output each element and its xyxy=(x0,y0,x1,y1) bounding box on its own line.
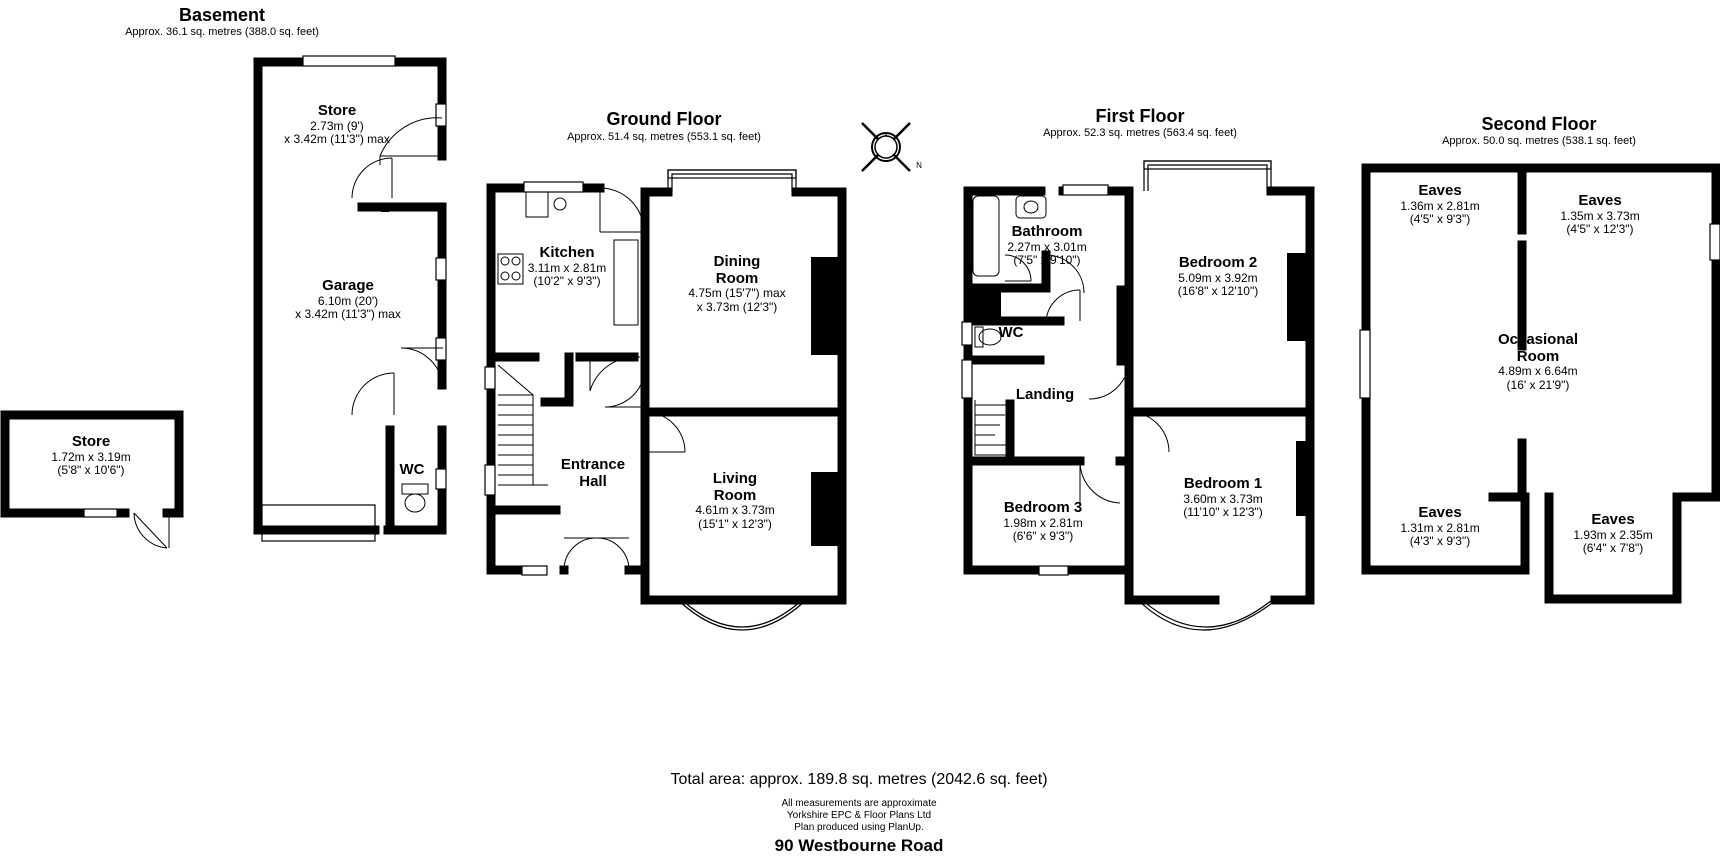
room-name: Eaves xyxy=(1418,504,1462,521)
room-dim: 4.61m x 3.73m xyxy=(695,503,775,517)
room-name: Eaves xyxy=(1591,511,1635,528)
second-floor-walls xyxy=(1361,163,1720,355)
room-name: Room xyxy=(715,269,759,287)
room-eaves-top-left: Eaves 1.36m x 2.81m (4'5" x 9'3") xyxy=(1400,182,1480,227)
room-dim: 1.31m x 2.81m xyxy=(1400,520,1480,535)
room-name: Bathroom xyxy=(1011,223,1083,240)
room-name: Occasional xyxy=(1497,331,1579,348)
room-occasional: Occasional Room 4.89m x 6.64m (16' x 21'… xyxy=(1497,331,1579,393)
room-dim: x 3.42m (11'3") max xyxy=(295,307,401,322)
room-dim: 3.60m x 3.73m xyxy=(1183,491,1263,506)
room-eaves-bottom-right: Eaves 1.93m x 2.35m (6'4" x 7'8") xyxy=(1573,511,1653,556)
basement-title: Basement xyxy=(178,5,266,25)
room-basement-store: Store 2.73m (9') x 3.42m (11'3") max xyxy=(284,102,390,147)
room-name: Garage xyxy=(322,277,374,294)
room-name: Kitchen xyxy=(539,244,595,261)
room-basement-wc: WC xyxy=(399,461,425,478)
room-dim: 1.93m x 2.35m xyxy=(1573,527,1653,542)
room-dim: (6'4" x 7'8") xyxy=(1582,541,1644,556)
room-dim: 1.98m x 2.81m xyxy=(1003,515,1083,530)
room-dim: (11'10" x 12'3") xyxy=(1183,505,1263,520)
room-kitchen: Kitchen 3.11m x 2.81m (10'2" x 9'3") xyxy=(527,244,607,289)
room-living: Living Room 4.61m x 3.73m (15'1" x 12'3"… xyxy=(695,470,775,532)
garage-walls xyxy=(253,57,380,535)
room-dim: (16'8" x 12'10") xyxy=(1177,284,1259,299)
room-name: Bedroom 3 xyxy=(1003,499,1083,516)
room-first-wc: WC xyxy=(998,324,1024,341)
second-floor-title: Second Floor xyxy=(1481,114,1597,134)
disclaimer-line: All measurements are approximate xyxy=(781,798,937,809)
property-address: 90 Westbourne Road xyxy=(774,836,944,855)
ground-floor-area: Approx. 51.4 sq. metres (553.1 sq. feet) xyxy=(567,131,761,143)
room-name: Bedroom 1 xyxy=(1183,475,1263,492)
room-dim: (16' x 21'9") xyxy=(1506,377,1570,392)
room-name: Store xyxy=(317,102,357,119)
ground-floor-title: Ground Floor xyxy=(606,109,722,129)
room-dim: (10'2" x 9'3") xyxy=(533,274,601,289)
room-dim: 6.10m (20') xyxy=(317,293,379,308)
compass-label: N xyxy=(916,161,922,170)
room-name: Entrance xyxy=(560,456,626,473)
room-dim: (4'5" x 9'3") xyxy=(1409,212,1471,227)
room-dim: 2.27m x 3.01m xyxy=(1007,239,1087,254)
room-bedroom-3: Bedroom 3 1.98m x 2.81m (6'6" x 9'3") xyxy=(1003,499,1083,544)
first-floor-title: First Floor xyxy=(1095,106,1185,126)
room-dim: 4.89m x 6.64m xyxy=(1498,364,1578,378)
software-line: Plan produced using PlanUp. xyxy=(794,822,924,833)
second-floor-area: Approx. 50.0 sq. metres (538.1 sq. feet) xyxy=(1442,135,1636,147)
room-dining: Dining Room 4.75m (15'7") max x 3.73m (1… xyxy=(688,253,786,315)
room-garage: Garage 6.10m (20') x 3.42m (11'3") max xyxy=(295,277,401,322)
room-outside-store: Store 1.72m x 3.19m (5'8" x 10'6") xyxy=(51,433,131,478)
room-landing: Landing xyxy=(1015,386,1075,403)
room-entrance-hall: Entrance Hall xyxy=(560,456,626,490)
room-bathroom: Bathroom 2.27m x 3.01m (7'5" x 9'10") xyxy=(1007,223,1087,268)
room-dim: (15'1" x 12'3") xyxy=(698,516,772,531)
room-dim: (4'5" x 12'3") xyxy=(1566,222,1634,237)
first-floor-area: Approx. 52.3 sq. metres (563.4 sq. feet) xyxy=(1043,127,1237,139)
room-name: Hall xyxy=(579,472,607,490)
room-name: Bedroom 2 xyxy=(1178,254,1258,271)
room-name: Dining xyxy=(713,253,761,270)
room-dim: 5.09m x 3.92m xyxy=(1178,270,1258,285)
room-dim: (6'6" x 9'3") xyxy=(1012,529,1074,544)
outside-store-walls xyxy=(0,410,184,518)
room-name: Store xyxy=(71,433,111,450)
room-dim: x 3.42m (11'3") max xyxy=(284,132,390,147)
room-bedroom-2: Bedroom 2 5.09m x 3.92m (16'8" x 12'10") xyxy=(1177,254,1259,299)
room-dim: x 3.73m (12'3") xyxy=(696,299,778,314)
room-bedroom-1: Bedroom 1 3.60m x 3.73m (11'10" x 12'3") xyxy=(1183,475,1263,520)
room-dim: 1.72m x 3.19m xyxy=(51,449,131,464)
room-dim: 1.35m x 3.73m xyxy=(1560,208,1640,223)
room-dim: (7'5" x 9'10") xyxy=(1013,253,1081,268)
compass-icon xyxy=(861,122,911,172)
total-area: Total area: approx. 189.8 sq. metres (20… xyxy=(670,771,1048,788)
room-dim: 2.73m (9') xyxy=(310,118,364,133)
basement-area: Approx. 36.1 sq. metres (388.0 sq. feet) xyxy=(125,26,319,38)
room-eaves-bottom-left: Eaves 1.31m x 2.81m (4'3" x 9'3") xyxy=(1400,504,1480,549)
room-dim: 1.36m x 2.81m xyxy=(1400,198,1480,213)
room-name: Eaves xyxy=(1418,182,1462,199)
room-dim: 4.75m (15'7") max xyxy=(688,286,786,300)
room-name: Room xyxy=(1516,347,1560,365)
company-line: Yorkshire EPC & Floor Plans Ltd xyxy=(786,810,932,821)
room-name: Living xyxy=(712,470,758,487)
room-dim: 3.11m x 2.81m xyxy=(527,260,607,275)
room-name: Eaves xyxy=(1578,192,1622,209)
room-name: Room xyxy=(713,486,757,504)
room-dim: (5'8" x 10'6") xyxy=(57,463,125,478)
room-eaves-top-right: Eaves 1.35m x 3.73m (4'5" x 12'3") xyxy=(1560,192,1640,237)
room-dim: (4'3" x 9'3") xyxy=(1409,534,1471,549)
